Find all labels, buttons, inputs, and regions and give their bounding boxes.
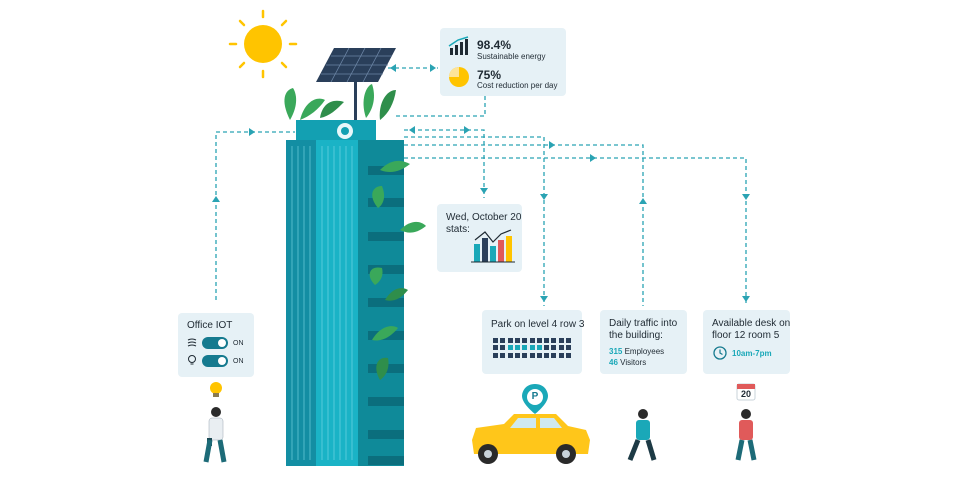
desk-line1: Available desk on: [712, 318, 791, 329]
growth-chart-icon: [448, 36, 469, 55]
visitors-row: 46 Visitors: [609, 358, 646, 368]
parking-spot: [529, 345, 535, 351]
parking-spot: [522, 352, 528, 358]
parking-spot: [507, 338, 513, 343]
sun-icon: [228, 9, 298, 79]
light-toggle[interactable]: [202, 355, 228, 367]
parking-spot: [507, 345, 513, 351]
parking-spot: [566, 352, 571, 358]
building: [286, 120, 404, 466]
parking-spot: [566, 345, 571, 351]
parking-spot: [536, 352, 542, 358]
employees-row: 315 Employees: [609, 347, 664, 357]
parking-spot: [514, 352, 520, 358]
employees-count: 315: [609, 347, 623, 356]
desk-time: 10am-7pm: [732, 349, 772, 358]
ac-icon: [187, 338, 197, 347]
parking-spot: [558, 338, 564, 343]
parking-spot: [493, 352, 498, 358]
employees-label: Employees: [624, 347, 665, 356]
traffic-line2: the building:: [609, 330, 663, 341]
parking-card: Park on level 4 row 3: [482, 310, 585, 374]
visitors-count: 46: [609, 358, 618, 367]
parking-spot: [536, 338, 542, 343]
desk-line2: floor 12 room 5: [712, 330, 780, 341]
parking-spot: [551, 338, 557, 343]
parking-pin-icon: [522, 384, 548, 414]
parking-spot: [544, 345, 550, 351]
cost-value: 75%: [477, 68, 502, 82]
bar-line-chart-icon: [471, 229, 515, 263]
energy-label: Sustainable energy: [477, 52, 546, 61]
person-traffic: [627, 409, 657, 461]
parking-spot: [529, 338, 535, 343]
ac-toggle-state: ON: [233, 340, 244, 347]
stats-date: Wed, October 20: [446, 212, 522, 223]
rooftop-plants: [284, 84, 426, 380]
energy-value: 98.4%: [477, 38, 512, 52]
parking-grid: [493, 338, 573, 360]
parking-spot: [500, 338, 506, 343]
traffic-card: Daily traffic into the building: 315 Emp…: [600, 310, 687, 374]
iot-title: Office IOT: [187, 320, 233, 331]
person-desk: [735, 409, 757, 461]
parking-pin-letter: P: [531, 391, 539, 402]
cost-label: Cost reduction per day: [477, 81, 558, 90]
parking-spot: [493, 338, 498, 343]
car-icon: [472, 414, 590, 464]
parking-spot: [551, 352, 557, 358]
lightbulb-icon: [210, 382, 222, 397]
parking-spot: [514, 338, 520, 343]
energy-card: 98.4% Sustainable energy 75% Cost reduct…: [440, 28, 566, 96]
lightbulb-small-icon: [188, 355, 196, 365]
parking-spot: [522, 345, 528, 351]
connector-arrows: [212, 64, 750, 302]
iot-card: Office IOT ON ON: [178, 313, 254, 377]
person-office: [203, 407, 227, 463]
visitors-label: Visitors: [620, 358, 647, 367]
parking-spot: [544, 338, 550, 343]
parking-spot: [558, 352, 564, 358]
light-toggle-state: ON: [233, 358, 244, 365]
parking-spot: [566, 338, 571, 343]
parking-spot: [507, 352, 513, 358]
ac-toggle[interactable]: [202, 337, 228, 349]
stats-label: stats:: [446, 224, 470, 235]
parking-spot: [529, 352, 535, 358]
solar-panel-icon: [316, 47, 396, 120]
calendar-day: 20: [740, 389, 751, 399]
connector-lines: [215, 67, 747, 306]
parking-spot: [551, 345, 557, 351]
desk-card: Available desk on floor 12 room 5 10am-7…: [703, 310, 790, 374]
parking-spot: [536, 345, 542, 351]
calendar-icon: [736, 383, 756, 401]
parking-spot: [500, 345, 506, 351]
clock-icon: [713, 346, 727, 360]
traffic-line1: Daily traffic into: [609, 318, 678, 329]
parking-spot: [514, 345, 520, 351]
parking-spot: [522, 338, 528, 343]
parking-title: Park on level 4 row 3: [491, 319, 585, 330]
pie-chart-icon: [449, 67, 469, 87]
parking-spot: [544, 352, 550, 358]
parking-spot: [500, 352, 506, 358]
parking-spot: [493, 345, 498, 351]
stats-card: Wed, October 20 stats:: [437, 204, 522, 272]
parking-spot: [558, 345, 564, 351]
